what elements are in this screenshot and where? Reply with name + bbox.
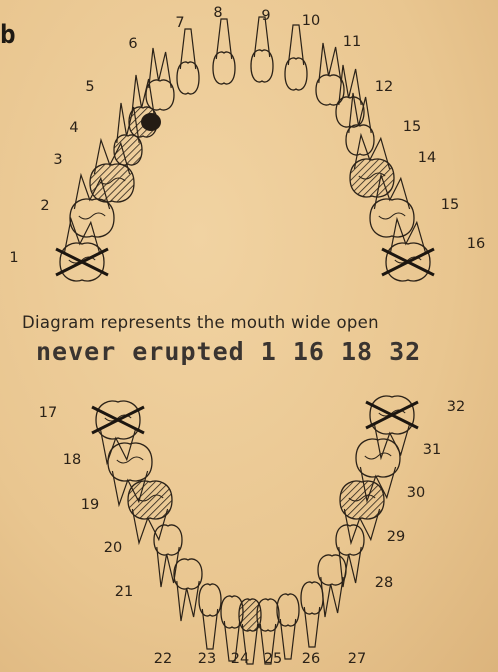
tooth-number-31: 31 — [423, 442, 441, 458]
tooth-number-3: 3 — [53, 152, 62, 168]
tooth-8 — [213, 19, 235, 84]
tooth-6 — [146, 48, 174, 110]
tooth-number-13: 15 — [403, 119, 421, 135]
typed-never-erupted-note: never erupted 1 16 18 32 — [36, 337, 496, 366]
tooth-number-26: 26 — [302, 651, 320, 667]
tooth-26 — [277, 594, 299, 659]
tooth-number-28: 28 — [375, 575, 393, 591]
tooth-number-4: 4 — [69, 120, 78, 136]
tooth-10 — [285, 25, 307, 90]
tooth-21 — [174, 559, 202, 621]
tooth-number-10: 10 — [302, 13, 320, 29]
tooth-9 — [251, 17, 273, 82]
tooth-number-19: 19 — [81, 497, 99, 513]
tooth-number-8: 8 — [213, 5, 222, 21]
tooth-number-30: 30 — [407, 485, 425, 501]
tooth-number-22: 22 — [154, 651, 172, 667]
tooth-7 — [177, 29, 199, 94]
tooth-number-17: 17 — [39, 405, 57, 421]
tooth-number-11: 11 — [343, 34, 361, 50]
tooth-number-15: 15 — [441, 197, 459, 213]
tooth-number-21: 21 — [115, 584, 133, 600]
tooth-number-27: 27 — [348, 651, 366, 667]
tooth-number-25: 25 — [264, 651, 282, 667]
tooth-number-1: 1 — [9, 250, 18, 266]
tooth-number-20: 20 — [104, 540, 122, 556]
diagram-caption: Diagram represents the mouth wide open — [22, 313, 482, 332]
tooth-27 — [301, 582, 323, 647]
tooth-number-16: 16 — [467, 236, 485, 252]
tooth-number-6: 6 — [128, 36, 137, 52]
tooth-number-24: 24 — [231, 651, 249, 667]
tooth-number-14: 14 — [418, 150, 436, 166]
tooth-22 — [199, 584, 221, 649]
tooth-number-32: 32 — [447, 399, 465, 415]
tooth-number-9: 9 — [261, 8, 270, 24]
tooth-number-12: 12 — [375, 79, 393, 95]
tooth-number-23: 23 — [198, 651, 216, 667]
tooth-number-29: 29 — [387, 529, 405, 545]
tooth-number-2: 2 — [40, 198, 49, 214]
tooth-number-7: 7 — [175, 15, 184, 31]
tooth-number-5: 5 — [85, 79, 94, 95]
tooth-number-18: 18 — [63, 452, 81, 468]
